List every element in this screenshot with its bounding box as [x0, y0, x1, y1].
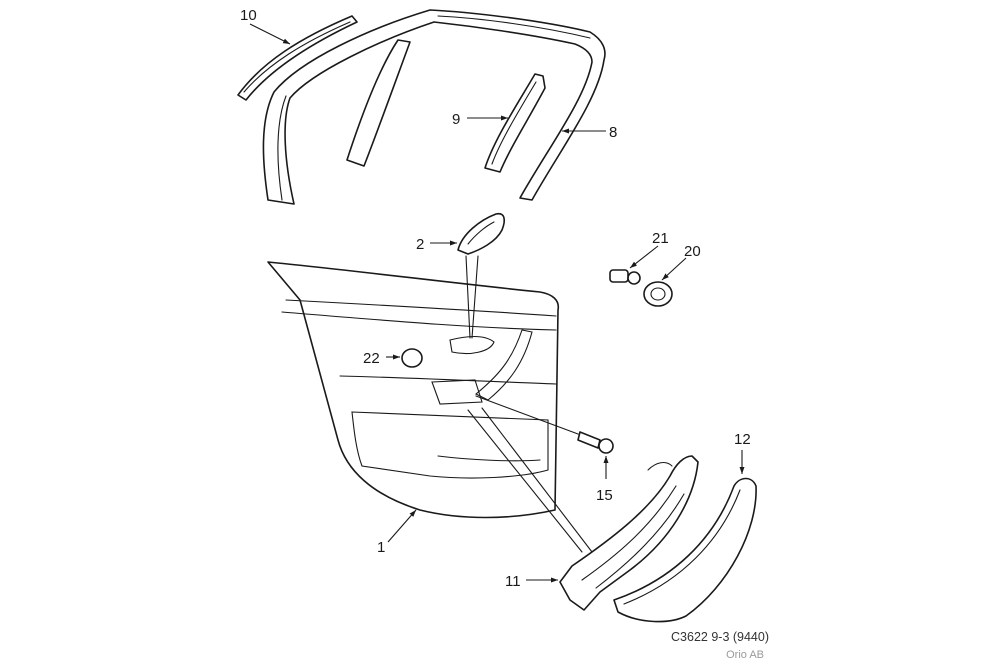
part-11-armrest-bracket — [559, 455, 699, 611]
part-12-armrest-cover — [613, 477, 757, 623]
part-10-window-strip — [237, 15, 358, 101]
callout-21: 21 — [652, 230, 669, 247]
callout-20: 20 — [684, 243, 701, 260]
callout-1: 1 — [377, 539, 385, 556]
callout-2: 2 — [416, 236, 424, 253]
callout-9: 9 — [452, 111, 460, 128]
callout-22: 22 — [363, 350, 380, 367]
part-8-window-frame — [262, 9, 606, 205]
drawing-code: C3622 9-3 (9440) — [671, 630, 769, 644]
callout-15: 15 — [596, 487, 613, 504]
part-15-screw — [577, 431, 614, 454]
callout-10: 10 — [240, 7, 257, 24]
rear-pillar-strip — [346, 39, 411, 167]
callout-8: 8 — [609, 124, 617, 141]
assembly-guide-lines — [465, 255, 593, 553]
part-1-door-panel — [267, 261, 560, 519]
copyright-text: Orio AB — [726, 649, 764, 661]
callout-labels: 10 9 8 2 21 20 22 15 1 11 12 — [240, 7, 751, 590]
leader-lines — [249, 23, 745, 583]
callout-11: 11 — [505, 573, 521, 590]
part-22-nut — [401, 348, 423, 368]
drawing-footer: C3622 9-3 (9440) Orio AB — [671, 630, 769, 661]
part-9-bracket — [484, 73, 546, 173]
part-20-grommet — [643, 281, 673, 307]
part-2-door-handle — [457, 212, 506, 255]
part-21-clip — [609, 269, 641, 285]
callout-12: 12 — [734, 431, 751, 448]
